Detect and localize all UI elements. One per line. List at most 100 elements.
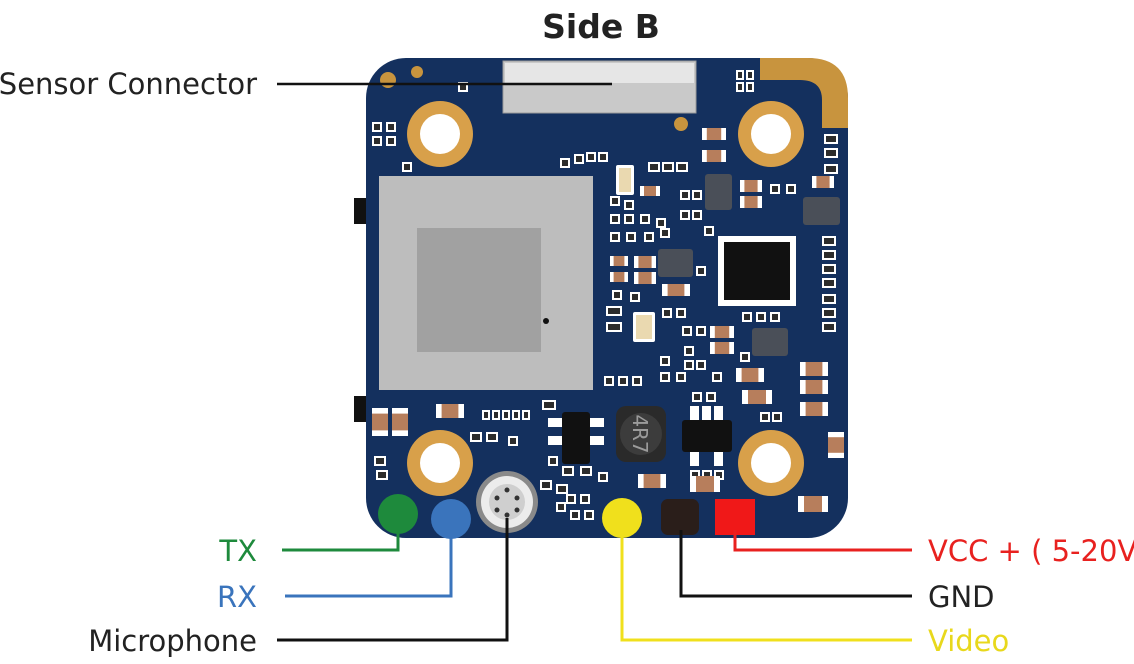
smd-resistor-body	[826, 166, 836, 172]
smd-capacitor-body	[372, 413, 388, 431]
smd-capacitor-body	[816, 176, 830, 188]
transistor	[682, 406, 732, 466]
smd-resistor-body	[378, 472, 386, 478]
smd-resistor-body	[600, 154, 606, 160]
smd-resistor-body	[588, 154, 594, 160]
mounting-hole	[738, 430, 804, 496]
smd-capacitor-body	[741, 368, 759, 382]
smd-resistor-body	[634, 378, 640, 384]
smd-capacitor-body	[441, 404, 459, 418]
smd-capacitor-body	[748, 390, 766, 404]
via-dot	[380, 72, 396, 88]
smd-resistor-body	[772, 314, 778, 320]
smd-resistor-body	[706, 228, 712, 234]
smd-resistor-body	[698, 328, 704, 334]
smd-capacitor-body	[744, 180, 758, 192]
smd-resistor-body	[826, 136, 836, 142]
smd-resistor-body	[664, 164, 672, 170]
smd-resistor-body	[692, 472, 698, 478]
vcc-pad	[715, 499, 755, 535]
smd-capacitor-body	[696, 476, 714, 492]
smd-resistor-body	[374, 124, 380, 130]
inductor-marking: 4R7	[628, 414, 652, 453]
transistor	[548, 412, 604, 464]
passive-components	[372, 70, 844, 520]
smd-resistor-body	[662, 358, 668, 364]
smd-resistor-body	[608, 308, 620, 314]
smd-resistor-body	[504, 412, 508, 418]
vcc-leader	[733, 530, 912, 552]
smd-capacitor-body	[638, 256, 652, 268]
smd-resistor-body	[824, 266, 834, 272]
gnd-label: GND	[928, 580, 995, 614]
pin1-marker	[543, 318, 549, 324]
tx-pad	[378, 494, 418, 534]
smd-resistor-body	[632, 294, 638, 300]
smd-capacitor-body	[744, 196, 758, 208]
smd-resistor-body	[738, 72, 742, 78]
video-leader	[620, 536, 912, 642]
rx-pad	[431, 499, 471, 539]
ic-package	[705, 174, 732, 210]
sensor-die	[417, 228, 541, 352]
smd-resistor-body	[824, 238, 834, 244]
smd-resistor-body	[772, 186, 778, 192]
smd-resistor-body	[748, 84, 752, 90]
gnd-pad	[661, 499, 699, 535]
smd-capacitor-body	[714, 342, 730, 354]
smd-resistor-body	[572, 512, 578, 518]
smd-resistor-body	[612, 198, 618, 204]
microphone-component	[476, 471, 538, 533]
microphone-label: Microphone	[88, 624, 257, 658]
smd-resistor-body	[488, 434, 496, 440]
smd-resistor-body	[494, 412, 498, 418]
video-label: Video	[928, 624, 1009, 658]
mounting-hole	[407, 101, 473, 167]
smd-resistor-body	[694, 192, 700, 198]
smd-capacitor-body	[804, 496, 822, 512]
smd-resistor-body	[662, 374, 668, 380]
smd-resistor-body	[694, 212, 700, 218]
diagram-title: Side B	[542, 7, 660, 46]
smd-resistor-body	[472, 434, 480, 440]
ic-package	[658, 249, 693, 277]
smd-resistor-body	[826, 150, 836, 156]
smd-resistor-body	[678, 164, 686, 170]
sensor-connector-label: Sensor Connector	[0, 67, 257, 101]
smd-resistor-body	[568, 496, 574, 502]
smd-capacitor-body	[392, 413, 408, 431]
smd-resistor-body	[704, 472, 710, 478]
smd-resistor-body	[514, 412, 518, 418]
sensor-connector-shine	[505, 63, 694, 83]
smd-resistor-body	[612, 234, 618, 240]
video-pad	[602, 498, 642, 538]
smd-resistor-body	[608, 324, 620, 330]
mounting-hole	[407, 430, 473, 496]
side-tab-bottom	[354, 396, 368, 422]
smd-resistor-body	[698, 268, 704, 274]
smd-resistor-body	[510, 438, 516, 444]
smd-resistor-body	[600, 474, 606, 480]
rx-label: RX	[217, 580, 257, 614]
rx-leader	[285, 537, 453, 598]
smd-resistor-body	[612, 216, 618, 222]
smd-resistor-body	[824, 280, 834, 286]
smd-resistor-body	[626, 216, 632, 222]
smd-resistor-body	[460, 84, 466, 90]
smd-resistor-body	[564, 468, 572, 474]
smd-resistor-body	[824, 252, 834, 258]
smd-resistor-body	[374, 138, 380, 144]
smd-resistor-body	[484, 412, 488, 418]
smd-capacitor-body	[714, 326, 730, 338]
smd-capacitor-body	[613, 272, 625, 282]
smd-resistor-body	[388, 124, 394, 130]
smd-resistor-body	[744, 314, 750, 320]
vcc-label: VCC + ( 5-20V)	[928, 534, 1134, 568]
smd-resistor-body	[542, 482, 550, 488]
smd-capacitor-body	[706, 128, 722, 140]
smd-resistor-body	[682, 192, 688, 198]
smd-resistor-body	[824, 310, 834, 316]
smd-resistor-body	[544, 402, 554, 408]
ic-package	[803, 197, 840, 225]
smd-resistor-body	[738, 84, 742, 90]
